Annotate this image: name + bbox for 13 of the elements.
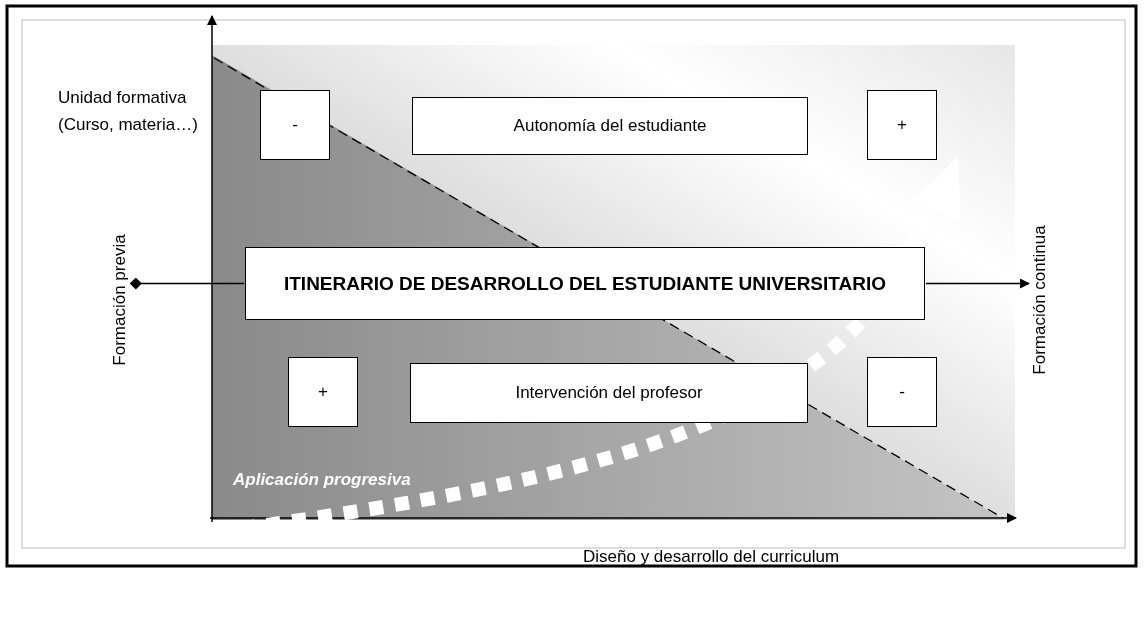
axis-label: Formación previa (110, 234, 130, 366)
text-box: Intervención del profesor (410, 363, 808, 423)
text-box: Autonomía del estudiante (412, 97, 808, 155)
sign-box: + (867, 90, 937, 160)
axis-label: Diseño y desarrollo del curriculum (583, 547, 840, 567)
sign-box: + (288, 357, 358, 427)
axis-label: Formación continua (1030, 225, 1050, 375)
arrow (925, 278, 1030, 289)
sign-box: - (867, 357, 937, 427)
sign-box: - (260, 90, 330, 160)
axis-label: Unidad formativa (Curso, materia…) (58, 87, 199, 136)
curve-label: Aplicación progresiva (233, 470, 411, 490)
title-box: ITINERARIO DE DESARROLLO DEL ESTUDIANTE UNIVERSITARIO (245, 247, 925, 320)
